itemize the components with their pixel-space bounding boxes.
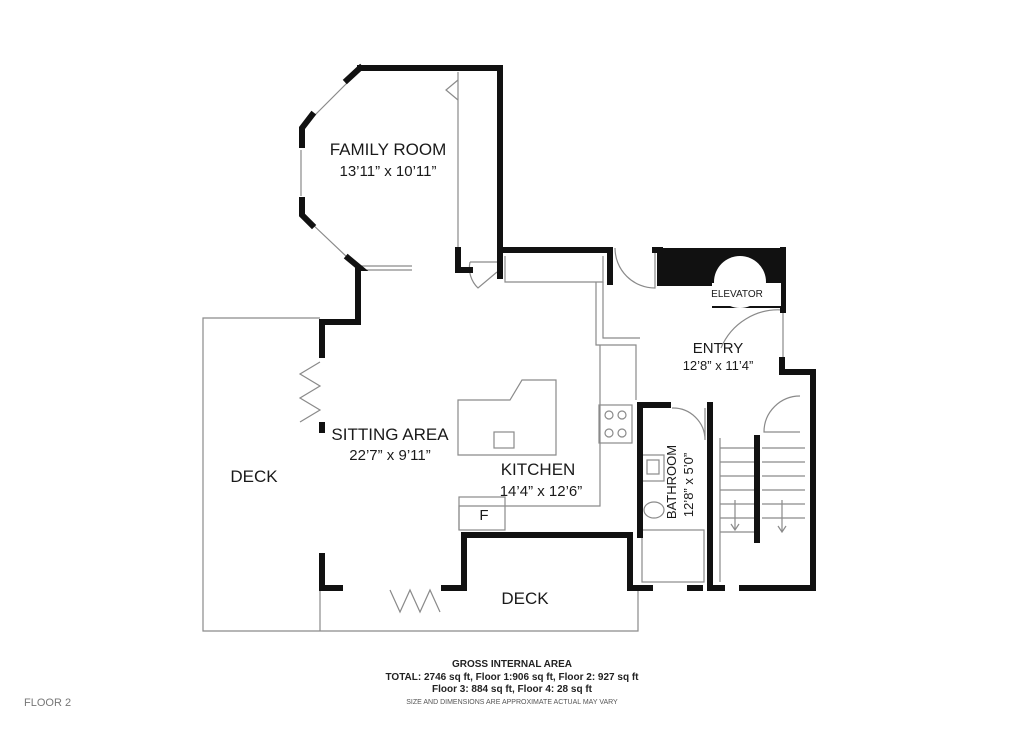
deck-west-label: DECK (230, 467, 278, 486)
disclaimer: SIZE AND DIMENSIONS ARE APPROXIMATE ACTU… (406, 699, 618, 706)
entry-name: ENTRY (693, 340, 744, 357)
kitchen-dims: 14’4” x 12’6” (500, 483, 583, 500)
gross-area-line2: Floor 3: 884 sq ft, Floor 4: 28 sq ft (431, 684, 593, 695)
entry-dims: 12’8” x 11’4” (683, 358, 754, 373)
family-room-dims: 13’11” x 10’11” (339, 163, 436, 180)
floor-label: FLOOR 2 (24, 697, 72, 709)
kitchen-name: KITCHEN (501, 460, 576, 479)
sitting-area-name: SITTING AREA (331, 425, 449, 444)
exterior-walls (299, 63, 816, 591)
gross-area-title: GROSS INTERNAL AREA (451, 659, 572, 670)
bathroom-dims: 12’8” x 5’0” (681, 453, 696, 517)
family-room-name: FAMILY ROOM (330, 140, 447, 159)
deck-south-label: DECK (501, 589, 549, 608)
elevator-label: ELEVATOR (711, 289, 763, 300)
sitting-area-dims: 22’7” x 9’11” (349, 447, 430, 464)
bathroom-name: BATHROOM (664, 445, 679, 519)
gross-area-line1: TOTAL: 2746 sq ft, Floor 1:906 sq ft, Fl… (385, 672, 639, 683)
fridge-label: F (479, 507, 488, 524)
deck-outline (202, 317, 639, 632)
elevator-shaft (657, 248, 783, 308)
